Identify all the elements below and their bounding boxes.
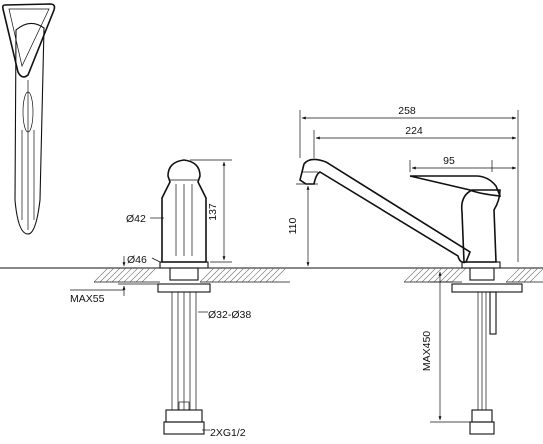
dim-spout-reach: 224 <box>405 125 423 137</box>
dim-hose-length-max: MAX450 <box>421 331 433 371</box>
counter-hatching-left <box>93 267 287 283</box>
dim-body-height: 137 <box>207 203 219 221</box>
front-view <box>157 159 211 435</box>
dim-overall-length: 258 <box>398 105 416 117</box>
dim-hose-connection: 2XG1/2 <box>210 427 246 439</box>
dim-spout-height: 110 <box>287 217 299 234</box>
dim-body-diameter: Ø42 <box>126 213 146 225</box>
counter-hatching-right <box>403 267 543 283</box>
top-view <box>1 3 56 235</box>
dim-base-diameter: Ø46 <box>127 254 147 266</box>
dim-max-counter-thickness: MAX55 <box>70 293 105 305</box>
dim-lever-length: 95 <box>443 155 455 167</box>
side-view <box>299 158 523 435</box>
dim-hole-diameter-range: Ø32-Ø38 <box>208 309 251 321</box>
